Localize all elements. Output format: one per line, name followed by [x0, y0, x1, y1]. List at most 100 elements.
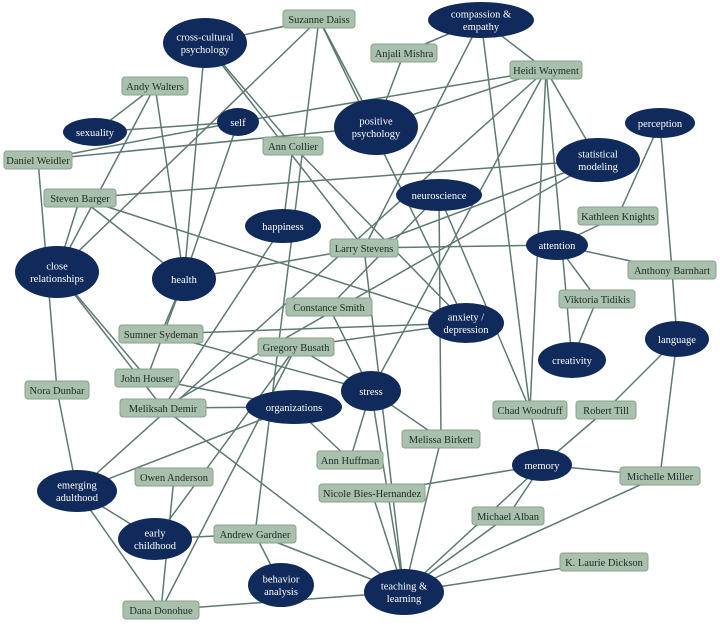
- topic-label-line: teaching &: [381, 582, 427, 593]
- topic-label-line: psychology: [181, 45, 230, 56]
- edge-walters-close: [56, 85, 156, 273]
- edge-statistical-stevens: [363, 159, 599, 249]
- topic-ellipse: [37, 470, 117, 512]
- topic-label-line: behavior: [263, 575, 300, 586]
- topic-label-line: attention: [539, 241, 576, 252]
- person-box: [558, 289, 636, 309]
- person-node-dunbar: Nora Dunbar: [24, 380, 90, 400]
- topic-label-line: childhood: [134, 541, 177, 552]
- person-node-walters: Andy Walters: [121, 76, 189, 96]
- person-node-huffman: Ann Huffman: [316, 450, 384, 470]
- person-node-busath: Gregory Busath: [257, 337, 335, 357]
- person-name: Anjali Mishra: [375, 49, 434, 60]
- topic-label-line: language: [658, 335, 696, 346]
- topic-ellipse: [334, 99, 418, 155]
- topic-label-line: modeling: [578, 162, 618, 173]
- topic-ellipse: [396, 179, 482, 211]
- topic-ellipse: [152, 257, 216, 301]
- person-node-anderson: Owen Anderson: [134, 467, 214, 487]
- edge-barger-statistical: [79, 159, 599, 199]
- person-node-knights: Kathleen Knights: [577, 206, 659, 226]
- edge-walters-health: [154, 85, 185, 280]
- person-name: Andrew Gardner: [220, 530, 291, 541]
- edge-sydeman-anxiety: [160, 322, 467, 335]
- topic-label-line: health: [171, 275, 197, 286]
- person-name: Larry Stevens: [335, 244, 394, 255]
- person-box: [492, 400, 568, 420]
- person-name: K. Laurie Dickson: [565, 558, 644, 569]
- topic-node-language: language: [645, 321, 709, 357]
- person-box: [282, 9, 356, 29]
- person-name: Owen Anderson: [140, 473, 209, 484]
- edge-miller-teaching: [403, 475, 661, 593]
- topic-ellipse: [163, 18, 247, 68]
- edge-compassion-stevens: [363, 19, 482, 249]
- person-box: [121, 76, 189, 96]
- person-node-daiss: Suzanne Daiss: [282, 9, 356, 29]
- person-node-alban: Michael Alban: [471, 506, 545, 526]
- topic-node-organizations: organizations: [246, 390, 342, 424]
- person-name: Dana Donohue: [129, 606, 193, 617]
- person-box: [24, 380, 90, 400]
- person-name: Melissa Birkett: [409, 435, 474, 446]
- person-node-woodruff: Chad Woodruff: [492, 400, 568, 420]
- person-box: [401, 429, 481, 449]
- topic-ellipse: [246, 390, 342, 424]
- person-node-birkett: Melissa Birkett: [401, 429, 481, 449]
- person-box: [43, 188, 117, 208]
- person-name: Steven Barger: [50, 194, 110, 205]
- edge-wayment-creativity: [545, 69, 573, 361]
- edge-statistical-demir: [162, 159, 599, 409]
- person-node-gardner: Andrew Gardner: [213, 524, 297, 544]
- topic-ellipse: [118, 518, 192, 560]
- topic-node-sexuality: sexuality: [63, 118, 127, 146]
- person-box: [134, 467, 214, 487]
- person-node-houser: John Houser: [114, 368, 180, 388]
- person-name: Heidi Wayment: [513, 66, 579, 77]
- person-name: Ann Huffman: [321, 456, 380, 467]
- topic-ellipse: [245, 209, 321, 243]
- person-box: [213, 524, 297, 544]
- person-box: [316, 450, 384, 470]
- person-node-stevens: Larry Stevens: [329, 238, 399, 258]
- edge-weidler-positive: [37, 126, 377, 161]
- person-box: [627, 260, 717, 280]
- person-name: Sumner Sydeman: [124, 330, 199, 341]
- person-name: Kathleen Knights: [581, 212, 655, 223]
- topic-ellipse: [248, 563, 314, 607]
- person-box: [285, 297, 373, 317]
- person-box: [329, 238, 399, 258]
- person-box: [262, 136, 324, 156]
- person-node-smith: Constance Smith: [285, 297, 373, 317]
- person-node-till: Robert Till: [575, 400, 637, 420]
- edge-daiss-anxiety: [318, 18, 467, 324]
- topic-label-line: stress: [359, 387, 382, 398]
- edge-neuroscience-woodruff: [438, 194, 531, 411]
- edge-wayment-stress: [370, 69, 547, 392]
- person-name: Chad Woodruff: [498, 406, 563, 417]
- person-node-donohue: Dana Donohue: [122, 600, 200, 620]
- person-name: Michelle Miller: [627, 472, 694, 483]
- person-node-sydeman: Sumner Sydeman: [118, 324, 204, 344]
- topic-label-line: close: [46, 262, 68, 273]
- person-node-barnhart: Anthony Barnhart: [627, 260, 717, 280]
- person-box: [370, 43, 438, 63]
- topic-node-neuroscience: neuroscience: [396, 179, 482, 211]
- topic-ellipse: [15, 246, 99, 298]
- person-name: Meliksah Demir: [129, 404, 198, 415]
- topic-node-stress: stress: [341, 371, 401, 411]
- person-box: [119, 398, 207, 418]
- topic-ellipse: [364, 569, 444, 615]
- person-name: Daniel Weidler: [6, 156, 70, 167]
- topic-ellipse: [512, 449, 572, 481]
- topic-label-line: learning: [387, 594, 422, 605]
- person-name: Andy Walters: [126, 82, 184, 93]
- topic-label-line: anxiety /: [448, 313, 485, 324]
- person-box: [114, 368, 180, 388]
